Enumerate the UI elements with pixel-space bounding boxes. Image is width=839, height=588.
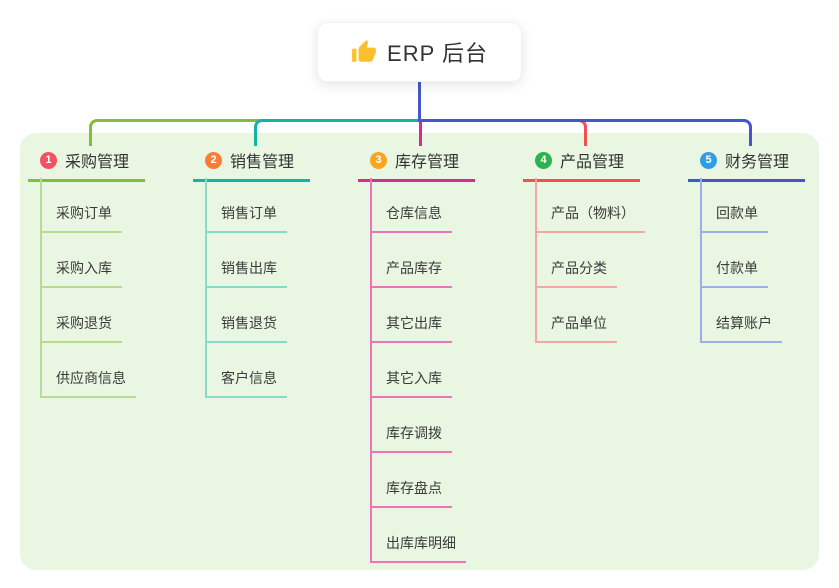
branch-title-label: 销售管理 <box>230 154 295 171</box>
child-node[interactable]: 销售退货 <box>207 313 287 343</box>
connector-drop <box>418 122 422 146</box>
child-node[interactable]: 采购退货 <box>42 313 122 343</box>
child-node[interactable]: 付款单 <box>702 258 768 288</box>
child-node[interactable]: 采购订单 <box>42 203 122 233</box>
child-node[interactable]: 销售订单 <box>207 203 287 233</box>
connector-elbow <box>418 119 752 146</box>
thumbs-up-icon <box>351 39 377 65</box>
branch-number-badge: 3 <box>370 151 387 169</box>
branch-node-3[interactable]: 3 库存管理 <box>358 148 475 182</box>
branch-node-4[interactable]: 4 产品管理 <box>523 148 640 182</box>
child-node[interactable]: 采购入库 <box>42 258 122 288</box>
branch-children: 回款单付款单结算账户 <box>700 178 782 343</box>
child-node[interactable]: 库存盘点 <box>372 478 452 508</box>
child-node[interactable]: 其它入库 <box>372 368 452 398</box>
branch-children: 产品（物料） 产品分类产品单位 <box>535 178 645 343</box>
child-node[interactable]: 产品分类 <box>537 258 617 288</box>
branch-number-badge: 4 <box>535 151 552 169</box>
branch-title-label: 产品管理 <box>560 154 625 171</box>
branch-children: 销售订单销售出库销售退货客户信息 <box>205 178 287 398</box>
child-node[interactable]: 销售出库 <box>207 258 287 288</box>
branch-number-badge: 2 <box>205 151 222 169</box>
child-node[interactable]: 仓库信息 <box>372 203 452 233</box>
connector-elbow <box>253 119 421 146</box>
root-node[interactable]: ERP 后台 <box>317 22 522 82</box>
connector-elbow <box>88 119 421 146</box>
child-node[interactable]: 其它出库 <box>372 313 452 343</box>
child-node[interactable]: 供应商信息 <box>42 368 136 398</box>
child-node[interactable]: 出库库明细 <box>372 533 466 563</box>
branch-node-5[interactable]: 5 财务管理 <box>688 148 805 182</box>
child-node[interactable]: 产品单位 <box>537 313 617 343</box>
branch-number-badge: 1 <box>40 151 57 169</box>
branch-title-label: 财务管理 <box>725 154 790 171</box>
branch-children: 采购订单采购入库采购退货供应商信息 <box>40 178 136 398</box>
child-node[interactable]: 客户信息 <box>207 368 287 398</box>
child-node[interactable]: 产品库存 <box>372 258 452 288</box>
branch-number-badge: 5 <box>700 151 717 169</box>
branch-title-label: 库存管理 <box>395 154 460 171</box>
branches-panel <box>20 133 819 570</box>
branch-children: 仓库信息产品库存其它出库其它入库库存调拨库存盘点出库库明细 <box>370 178 466 563</box>
child-node[interactable]: 产品（物料） <box>537 203 645 233</box>
root-stem <box>418 82 421 122</box>
child-node[interactable]: 库存调拨 <box>372 423 452 453</box>
child-node[interactable]: 结算账户 <box>702 313 782 343</box>
child-node[interactable]: 回款单 <box>702 203 768 233</box>
root-node-label: ERP 后台 <box>387 41 488 66</box>
branch-title-label: 采购管理 <box>65 154 130 171</box>
branch-node-2[interactable]: 2 销售管理 <box>193 148 310 182</box>
branch-node-1[interactable]: 1 采购管理 <box>28 148 145 182</box>
